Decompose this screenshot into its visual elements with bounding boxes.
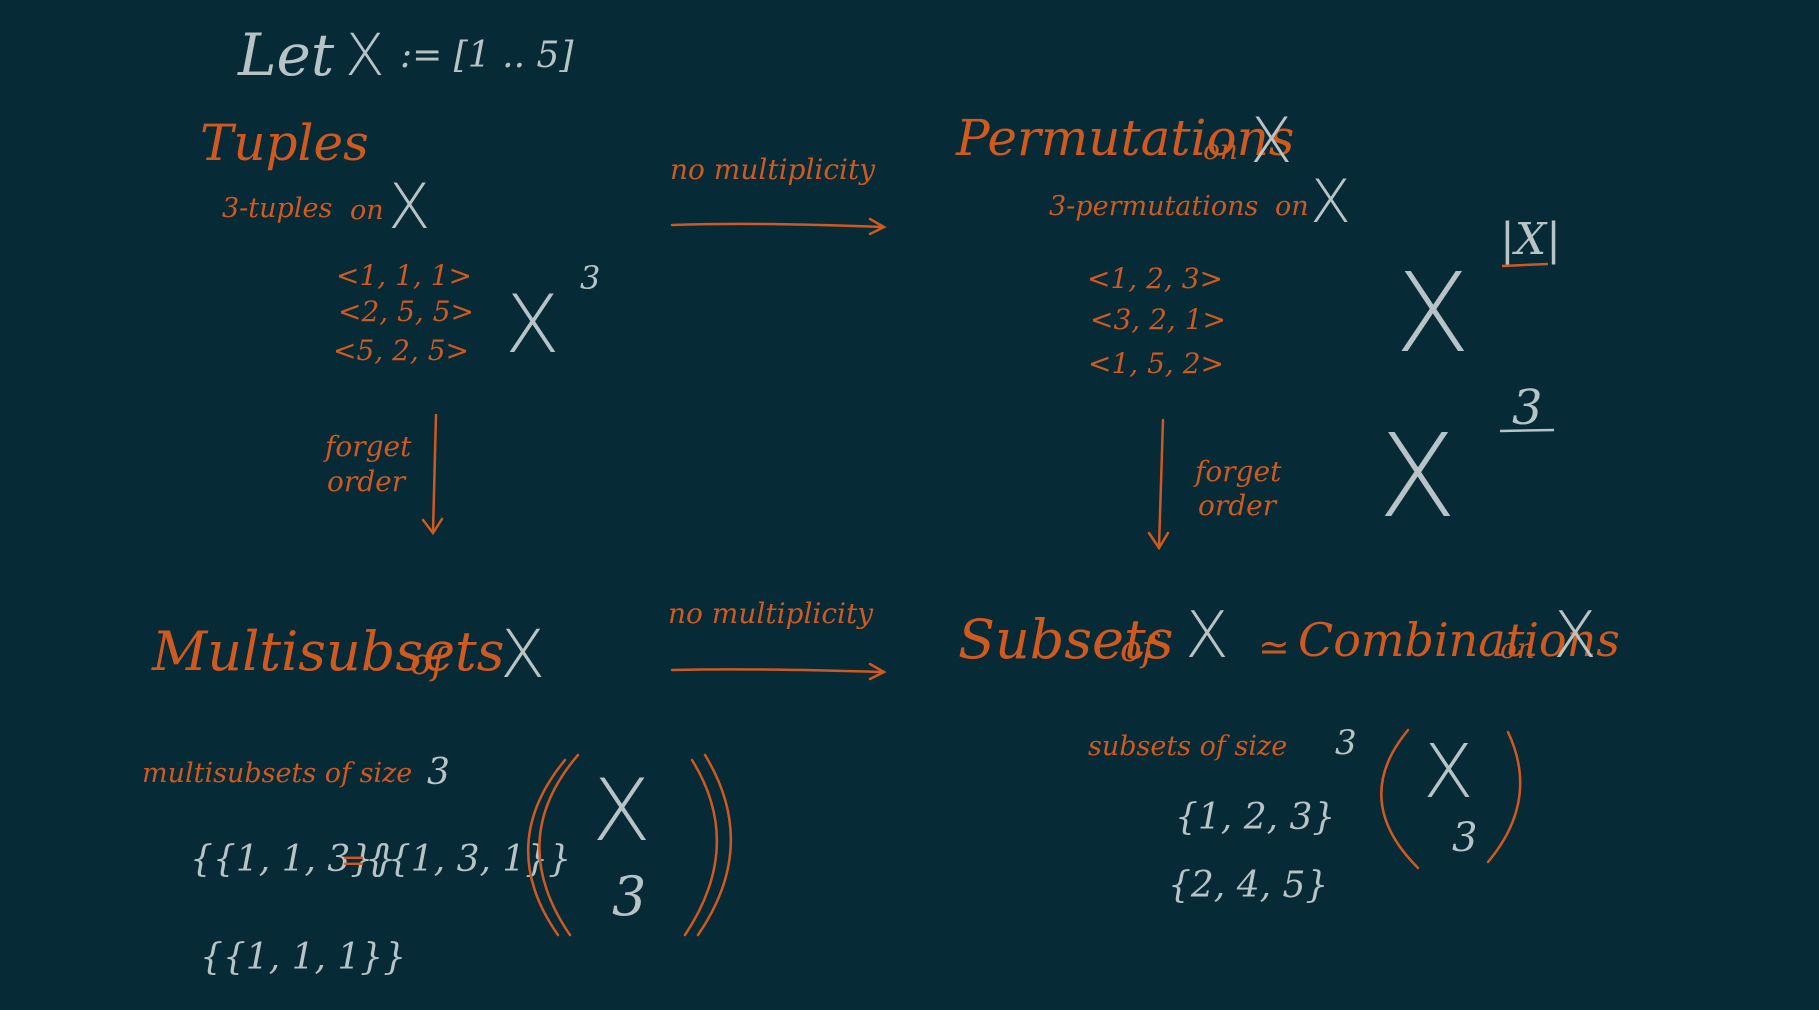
tuples-example-1: <1, 1, 1> (336, 259, 472, 292)
right-arrow (1147, 418, 1170, 551)
permutations-power-top-exponent: |X| (1500, 214, 1561, 265)
multisubsets-x: X (500, 616, 546, 693)
permutations-example-3: <1, 5, 2> (1088, 347, 1224, 380)
bottom-arrow (670, 662, 887, 681)
header-definition: := [1 .. 5] (400, 35, 574, 76)
permutations-x: X (1250, 104, 1293, 177)
left-arrow (421, 413, 444, 536)
permutations-on: on (1203, 133, 1238, 166)
permutations-exponent-underline (1501, 262, 1549, 268)
subsets-subtitle: subsets of size (1088, 731, 1288, 762)
subsets-on: on (1500, 632, 1535, 665)
permutations-exponent-3-underline (1499, 428, 1555, 433)
multisubsets-title: Multisubsets (152, 620, 505, 683)
permutations-power-bottom-base: X (1378, 410, 1457, 544)
top-arrow-label: no multiplicity (670, 153, 876, 186)
permutations-example-2: <3, 2, 1> (1090, 303, 1226, 336)
multisubsets-of: of (410, 642, 445, 683)
permutations-title: Permutations (956, 109, 1295, 167)
tuples-example-2: <2, 5, 5> (338, 295, 474, 328)
subsets-x2: X (1553, 599, 1597, 673)
subsets-approx: ≃ (1258, 625, 1290, 669)
multisubsets-example-1-right: {{1, 3, 1}} (365, 839, 572, 880)
tuples-subtitle: 3-tuples (222, 193, 333, 224)
subsets-x: X (1185, 599, 1229, 673)
left-arrow-label-line2: order (327, 465, 406, 498)
permutations-subtitle: 3-permutations (1049, 191, 1259, 222)
tuples-on: on (350, 195, 384, 226)
multisubsets-size: 3 (427, 752, 450, 793)
tuples-power-exponent: 3 (580, 259, 601, 297)
multisubsets-binom-bottom: 3 (612, 865, 647, 928)
subsets-binom-bottom: 3 (1452, 815, 1478, 861)
tuples-title: Tuples (200, 114, 369, 172)
subsets-combinations: Combinations (1298, 613, 1620, 667)
subsets-binom-top: X (1423, 729, 1474, 815)
subsets-title: Subsets (958, 608, 1174, 671)
subsets-example-1: {1, 2, 3} (1175, 797, 1336, 838)
permutations-subtitle-x: X (1310, 167, 1352, 237)
multisubsets-subtitle: multisubsets of size (142, 758, 413, 789)
subsets-binom-brackets (1380, 728, 1522, 870)
multisubsets-equals: = (341, 843, 367, 878)
header-x: X (345, 21, 385, 89)
subsets-size: 3 (1335, 723, 1357, 763)
tuples-x: X (388, 170, 431, 243)
multisubsets-binom-top: X (592, 761, 651, 861)
left-arrow-label-line1: forget (325, 430, 412, 463)
tuples-power-base: X (505, 278, 560, 371)
multisubsets-binom-brackets (526, 753, 733, 937)
right-arrow-label-line1: forget (1195, 455, 1282, 488)
bottom-arrow-label: no multiplicity (668, 597, 874, 630)
permutations-example-1: <1, 2, 3> (1087, 262, 1223, 295)
multisubsets-example-1-left: {{1, 1, 3}} (190, 839, 397, 880)
subsets-of: of (1120, 629, 1155, 670)
header-let: Let (238, 21, 335, 89)
top-arrow (670, 217, 887, 236)
tuples-example-3: <5, 2, 5> (333, 334, 469, 367)
subsets-example-2: {2, 4, 5} (1168, 865, 1329, 906)
permutations-power-top-base: X (1395, 249, 1471, 377)
permutations-subtitle-on: on (1275, 191, 1309, 222)
right-arrow-label-line2: order (1198, 489, 1277, 522)
multisubsets-example-2: {{1, 1, 1}} (200, 937, 407, 978)
permutations-power-bottom-exponent: 3 (1512, 380, 1543, 436)
